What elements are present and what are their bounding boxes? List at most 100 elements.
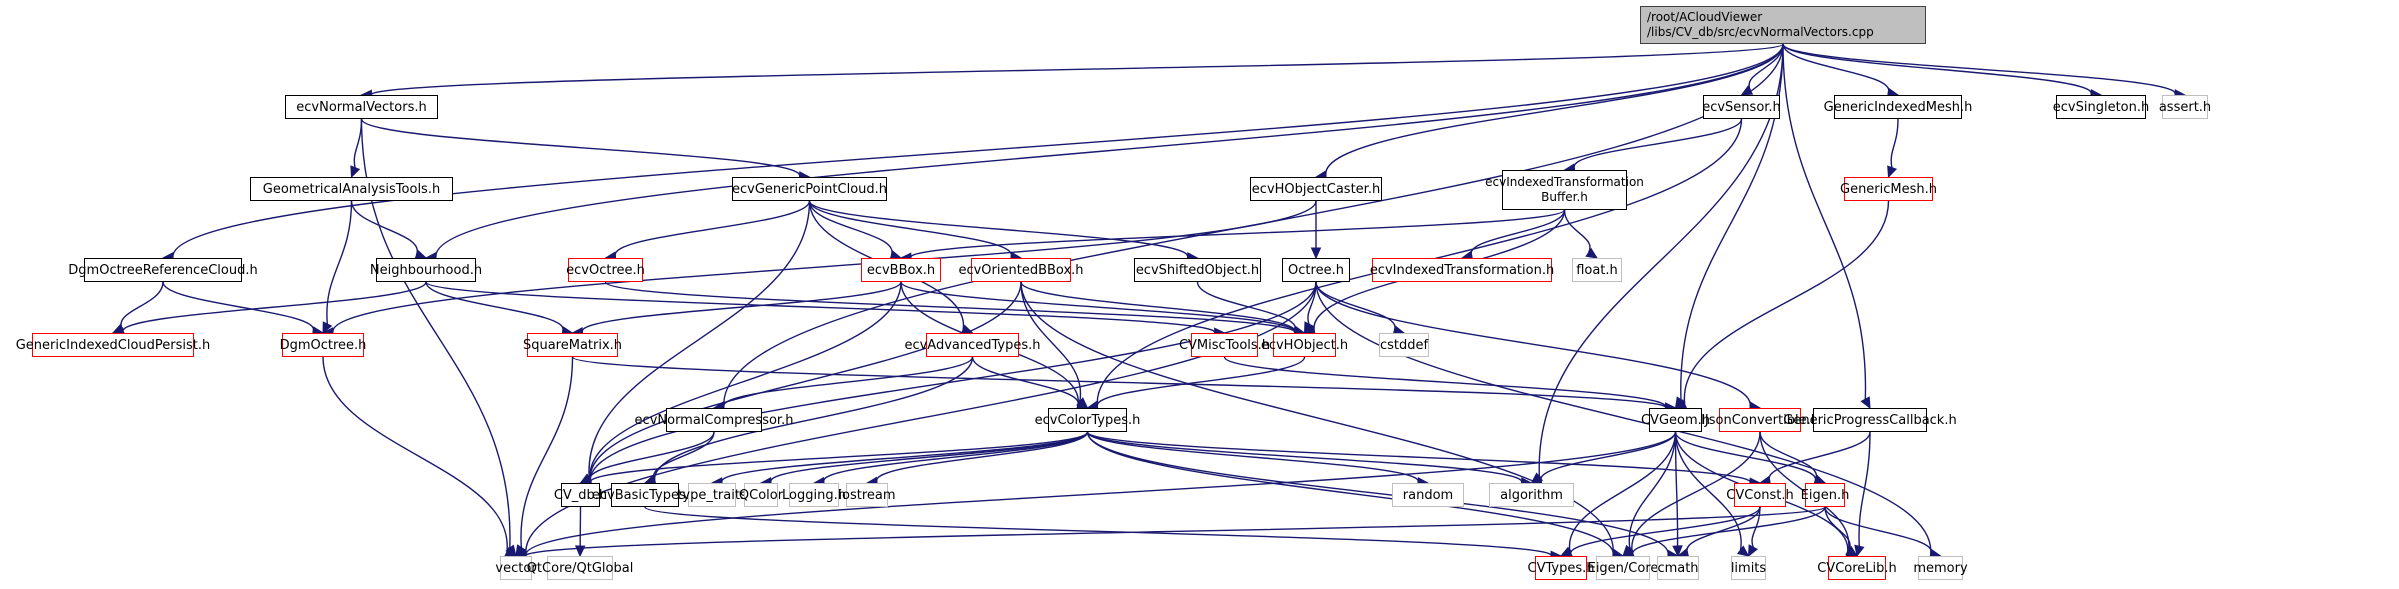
- node-ecvhobjectcaster[interactable]: ecvHObjectCaster.h: [1250, 177, 1382, 201]
- edge-ecvColorTypes-to-EigenCore: [1086, 431, 1614, 556]
- arrowhead-icon: [504, 546, 518, 557]
- edge-ecvOrientedBBox-to-CV_db: [589, 281, 1022, 482]
- node-cvtypes[interactable]: CVTypes.h: [1528, 556, 1595, 580]
- edge-ecvIndexedTransformationBuffer-to-ecvIndexedTransformation: [1470, 209, 1566, 257]
- node-neighbourhood[interactable]: Neighbourhood.h: [370, 258, 482, 282]
- edge-layer: [111, 43, 2187, 562]
- edge-Neighbourhood-to-SquareMatrix: [425, 281, 564, 332]
- node-ecvbasictypes[interactable]: ecvBasicTypes.h: [592, 483, 698, 507]
- node-dgmoctreereferencecloud[interactable]: DgmOctreeReferenceCloud.h: [68, 258, 258, 282]
- edge-Eigen-to-CVCoreLib: [1824, 506, 1851, 551]
- node-ecvindexedtransformation[interactable]: ecvIndexedTransformation.h: [1369, 258, 1555, 282]
- arrowhead-icon: [322, 321, 333, 335]
- node-cv-db[interactable]: CV_db.h: [554, 483, 607, 507]
- node-ecvhobject[interactable]: ecvHObject.h: [1261, 333, 1348, 357]
- node-genericprogresscallback[interactable]: GenericProgressCallback.h: [1783, 408, 1957, 432]
- arrowhead-icon: [1736, 545, 1750, 557]
- node-label: random: [1402, 487, 1454, 503]
- node-genericindexedcloudpersist[interactable]: GenericIndexedCloudPersist.h: [16, 333, 210, 357]
- node-ecvoctree[interactable]: ecvOctree.h: [566, 258, 645, 282]
- node-genericindexedmesh[interactable]: GenericIndexedMesh.h: [1824, 95, 1972, 119]
- edge-ecvGenericPointCloud-to-ecvBBox: [808, 200, 893, 256]
- node-eigen[interactable]: Eigen.h: [1801, 483, 1849, 507]
- edge-Eigen-to-memory: [1824, 506, 1932, 555]
- node-label: Octree.h: [1288, 262, 1344, 278]
- edge-ecvColorTypes-to-algorithm: [1086, 431, 1523, 484]
- node-ecvnormalcompressor[interactable]: ecvNormalCompressor.h: [635, 408, 793, 432]
- edge-ecvNormalVectors-to-GeometricalAnalysisTools: [353, 118, 363, 168]
- node-label: CVMiscTools.h: [1178, 337, 1271, 353]
- edge-SquareMatrix-to-CVGeom: [571, 356, 1667, 409]
- node-ecvnormalvectors[interactable]: ecvNormalVectors.h: [285, 95, 438, 119]
- node-label: ecvShiftedObject.h: [1135, 262, 1260, 278]
- edge-ecvBBox-to-CV_db: [589, 281, 902, 481]
- arrowhead-icon: [1672, 545, 1683, 558]
- edge-ecvNormalCompressor-to-ecvBasicTypes: [653, 431, 715, 481]
- node-label: CVTypes.h: [1527, 560, 1595, 576]
- edge-root-to-Neighbourhood: [435, 43, 1784, 258]
- node-squarematrix[interactable]: SquareMatrix.h: [523, 333, 622, 357]
- edge-ecvHObject-to-ecvColorTypes: [1096, 356, 1306, 408]
- edge-root-to-ecvNormalVectors: [370, 43, 1784, 96]
- node-ecvgenericpointcloud[interactable]: ecvGenericPointCloud.h: [732, 177, 887, 201]
- edge-ecvOrientedBBox-to-EigenCore: [1020, 281, 1614, 555]
- node-cvconst[interactable]: CVConst.h: [1726, 483, 1794, 507]
- edge-CVGeom-to-vector: [525, 431, 1677, 556]
- edge-ecvAdvancedTypes-to-ecvColorTypes: [971, 356, 1079, 407]
- node-label: ecvHObjectCaster.h: [1251, 181, 1381, 197]
- node-label: Neighbourhood.h: [369, 262, 483, 278]
- edge-CVGeom-to-Eigen: [1674, 431, 1816, 482]
- edge-ecvColorTypes-to-CVConst: [1086, 431, 1751, 484]
- node-iostream: iostream: [838, 483, 896, 507]
- node-cvcorelib[interactable]: CVCoreLib.h: [1817, 556, 1897, 580]
- edge-ecvAdvancedTypes-to-ecvNormalCompressor: [723, 356, 974, 408]
- node-ecvorientedbbox[interactable]: ecvOrientedBBox.h: [958, 258, 1084, 282]
- arrowhead-icon: [515, 544, 527, 558]
- node-label: ecvBasicTypes.h: [591, 487, 699, 503]
- node-qcolor: QColor: [739, 483, 783, 507]
- node-label: ecvSensor.h: [1702, 99, 1781, 115]
- edge-ecvGenericPointCloud-to-ecvOrientedBBox: [808, 200, 1012, 258]
- node-cvgeom[interactable]: CVGeom.h: [1641, 408, 1710, 432]
- node-dgmoctree[interactable]: DgmOctree.h: [280, 333, 366, 357]
- node-label: CVGeom.h: [1640, 412, 1711, 428]
- arrowhead-icon: [1747, 544, 1759, 558]
- node-cvmisctools[interactable]: CVMiscTools.h: [1179, 333, 1270, 357]
- node-label: GenericMesh.h: [1840, 181, 1938, 197]
- edge-GenericProgressCallback-to-CVConst: [1768, 431, 1871, 482]
- node-ecvcolortypes[interactable]: ecvColorTypes.h: [1035, 408, 1140, 432]
- node-label: CVConst.h: [1726, 487, 1794, 503]
- node-label: /root/ACloudViewer /libs/CV_db/src/ecvNo…: [1647, 10, 1874, 39]
- node-geometricalanalysistools[interactable]: GeometricalAnalysisTools.h: [250, 177, 453, 201]
- node-ecvsingleton[interactable]: ecvSingleton.h: [2052, 95, 2150, 119]
- node-label: ecvSingleton.h: [2052, 99, 2150, 115]
- node-octree[interactable]: Octree.h: [1282, 258, 1350, 282]
- edge-root-to-GenericIndexedMesh: [1782, 43, 1890, 94]
- edge-ecvSensor-to-ecvIndexedTransformationBuffer: [1573, 118, 1743, 170]
- edge-root-to-GenericProgressCallback: [1782, 43, 1867, 400]
- node-ecvshiftedobject[interactable]: ecvShiftedObject.h: [1134, 258, 1261, 282]
- node-ecvadvancedtypes[interactable]: ecvAdvancedTypes.h: [904, 333, 1041, 357]
- edge-ecvBasicTypes-to-CVTypes: [644, 506, 1552, 557]
- edge-root-to-ecvSingleton: [1782, 43, 2092, 95]
- edge-CVConst-to-cmath: [1686, 506, 1761, 554]
- node-ecvsensor[interactable]: ecvSensor.h: [1702, 95, 1781, 119]
- edge-ecvBBox-to-SquareMatrix: [581, 281, 902, 333]
- node-genericmesh[interactable]: GenericMesh.h: [1840, 177, 1937, 201]
- node-ecvbbox[interactable]: ecvBBox.h: [861, 258, 941, 282]
- edge-CVGeom-to-CVTypes: [1569, 431, 1677, 552]
- edge-ecvColorTypes-to-iostream: [876, 431, 1089, 483]
- node-label: GenericProgressCallback.h: [1783, 412, 1957, 428]
- node-ecvindexedtransformationbuffer[interactable]: ecvIndexedTransformation Buffer.h: [1485, 170, 1644, 210]
- node-label: ecvHObject.h: [1260, 337, 1349, 353]
- edge-root-to-DgmOctreeReferenceCloud: [172, 43, 1784, 258]
- node-eigencore: Eigen/Core: [1588, 556, 1658, 580]
- edge-CVConst-to-CVTypes: [1570, 506, 1761, 556]
- node-label: ecvIndexedTransformation.h: [1369, 262, 1555, 278]
- node-root[interactable]: /root/ACloudViewer /libs/CV_db/src/ecvNo…: [1640, 6, 1926, 44]
- node-random: random: [1392, 483, 1464, 507]
- edge-Eigen-to-vector: [525, 506, 1826, 557]
- node-label: ecvIndexedTransformation Buffer.h: [1485, 175, 1644, 204]
- node-ijsonconvertible[interactable]: IJsonConvertible.h: [1701, 408, 1819, 432]
